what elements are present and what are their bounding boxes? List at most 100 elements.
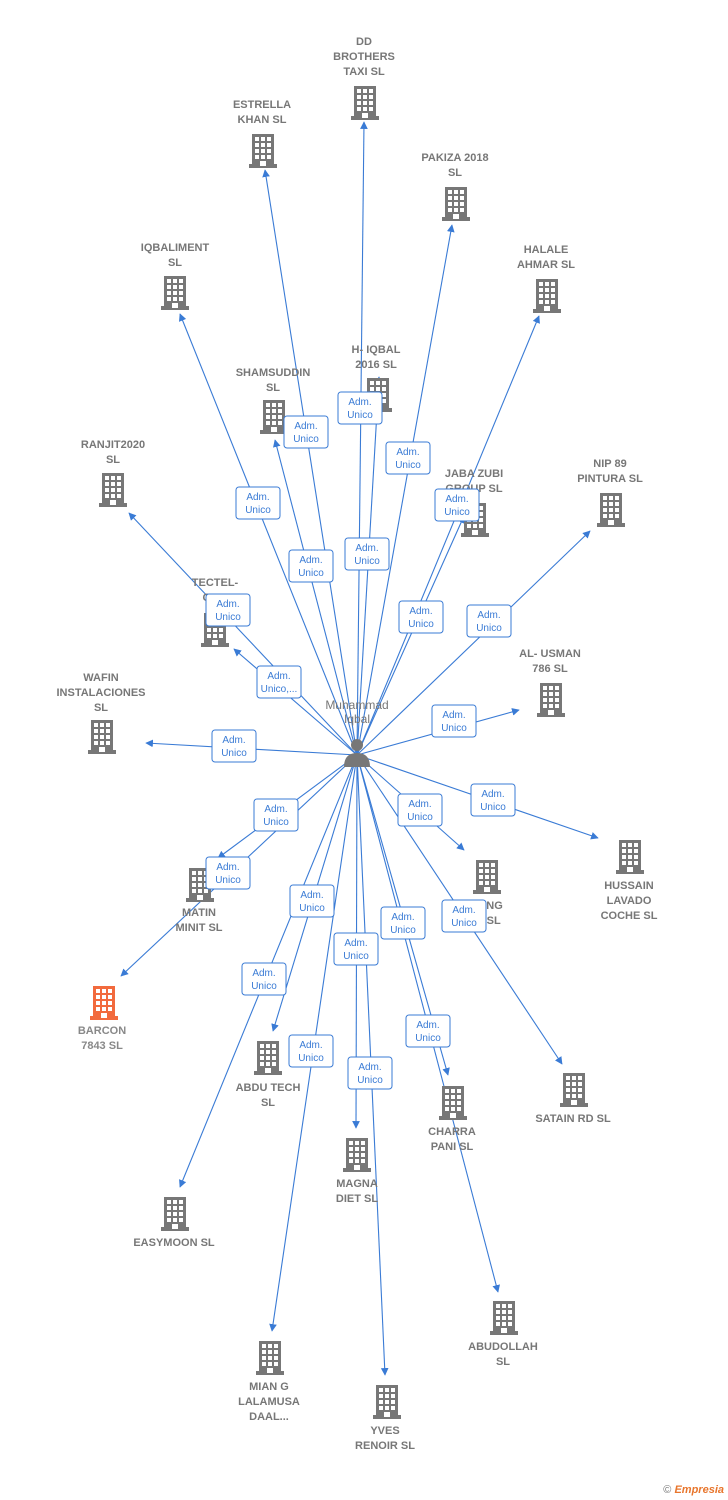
badge-box [466, 604, 512, 638]
badge-label: Adm.Unico [407, 799, 433, 823]
building-icon [597, 493, 625, 527]
badge-label: Adm.Unico,... [261, 671, 298, 695]
relation-badge[interactable]: Adm.Unico [333, 932, 379, 966]
badge-label: Adm.Unico [415, 1020, 441, 1044]
badge-box [235, 486, 281, 520]
badge-box [253, 798, 299, 832]
edge-line [262, 169, 358, 756]
edge-line [356, 224, 455, 756]
building-icon [439, 1086, 467, 1120]
relation-badge[interactable]: Adm.Unico [385, 441, 431, 475]
building-icon [537, 683, 565, 717]
badge-box [241, 962, 287, 996]
building-icon [343, 1138, 371, 1172]
brand-logo[interactable]: Empresia [674, 1484, 724, 1496]
relation-badge[interactable]: Adm.Unico [337, 391, 383, 425]
badge-label: Adm.Unico [347, 397, 373, 421]
relation-badge[interactable]: Adm.Unico [466, 604, 512, 638]
relation-badge[interactable]: Adm.Unico [344, 537, 390, 571]
relation-badge[interactable]: Adm.Unico [288, 549, 334, 583]
badge-label: Adm.Unico [451, 905, 477, 929]
badge-box [397, 793, 443, 827]
badge-label: Adm.Unico [221, 735, 247, 759]
building-icon [99, 473, 127, 507]
badge-label: Adm.Unico [476, 610, 502, 634]
badge-label: Adm.Unico [293, 421, 319, 445]
badge-box [333, 932, 379, 966]
relation-badge[interactable]: Adm.Unico [289, 884, 335, 918]
badge-label: Adm.Unico [298, 555, 324, 579]
footer-credit: © Empresia [663, 1484, 724, 1496]
relation-badge[interactable]: Adm.Unico [405, 1014, 451, 1048]
company-node[interactable]: SATAIN RD SL [535, 1073, 611, 1125]
relation-badge[interactable]: Adm.Unico [241, 962, 287, 996]
relation-badge[interactable]: Adm.Unico [288, 1034, 334, 1068]
badge-box [380, 906, 426, 940]
badge-label: Adm.Unico [251, 968, 277, 992]
relation-badge[interactable]: Adm.Unico [205, 593, 251, 627]
relation-badge[interactable]: Adm.Unico [211, 729, 257, 763]
edge-line [273, 439, 358, 756]
badge-box [288, 549, 334, 583]
edge-line [356, 315, 540, 756]
company-node[interactable]: EASYMOON SL [133, 1197, 215, 1249]
edge-line [356, 530, 591, 756]
badge-box [347, 1056, 393, 1090]
relation-badge[interactable]: Adm.Unico [347, 1056, 393, 1090]
relation-badge[interactable]: Adm.Unico [431, 704, 477, 738]
relation-badge[interactable]: Adm.Unico [253, 798, 299, 832]
relation-badge[interactable]: Adm.Unico [434, 488, 480, 522]
edge-line [179, 313, 358, 756]
relation-badge[interactable]: Adm.Unico [205, 856, 251, 890]
badge-box [431, 704, 477, 738]
relation-badge[interactable]: Adm.Unico [283, 415, 329, 449]
relation-badge[interactable]: Adm.Unico [235, 486, 281, 520]
relation-badge[interactable]: Adm.Unico [398, 600, 444, 634]
relation-badge[interactable]: Adm.Unico,... [256, 665, 302, 699]
badge-box [289, 884, 335, 918]
relation-badge[interactable]: Adm.Unico [397, 793, 443, 827]
building-icon [533, 279, 561, 313]
badge-box [256, 665, 302, 699]
relation-badge[interactable]: Adm.Unico [470, 783, 516, 817]
building-icon [490, 1301, 518, 1335]
building-icon [88, 720, 116, 754]
badge-label: Adm.Unico [215, 599, 241, 623]
relation-badge[interactable]: Adm.Unico [380, 906, 426, 940]
relation-badge[interactable]: Adm.Unico [441, 899, 487, 933]
badge-box [405, 1014, 451, 1048]
edge-line [356, 515, 465, 756]
